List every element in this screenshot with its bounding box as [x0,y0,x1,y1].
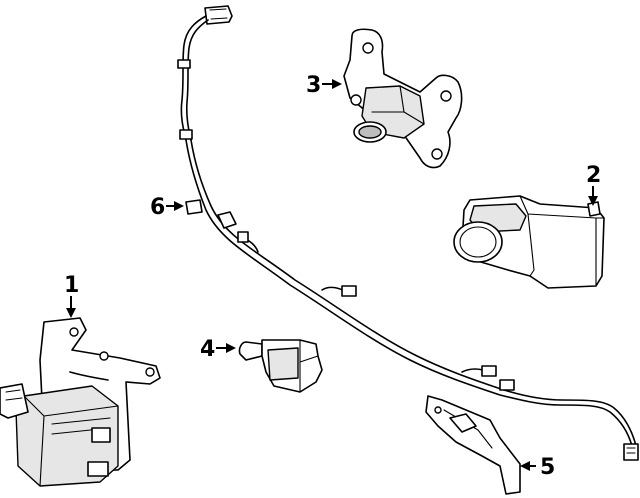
callout-1: 1 [64,273,79,318]
part-6-clip[interactable] [185,199,203,215]
callout-3: 3 [306,73,342,98]
callout-label-6: 6 [150,195,165,220]
part-1-control-module[interactable] [0,317,161,487]
callout-label-4: 4 [200,337,215,362]
callout-2: 2 [586,163,601,206]
callout-label-2: 2 [586,163,601,188]
callout-5: 5 [520,455,555,480]
callout-4: 4 [200,337,236,362]
part-5-bracket[interactable] [425,395,521,495]
callout-6: 6 [150,195,184,220]
callout-label-3: 3 [306,73,321,98]
callout-label-5: 5 [540,455,555,480]
part-2-parking-sensor[interactable] [453,195,605,289]
callout-label-1: 1 [64,273,79,298]
part-3-rear-camera[interactable] [343,28,463,169]
wiring-harness[interactable] [177,5,639,461]
part-4-sensor-switch[interactable] [238,339,323,393]
